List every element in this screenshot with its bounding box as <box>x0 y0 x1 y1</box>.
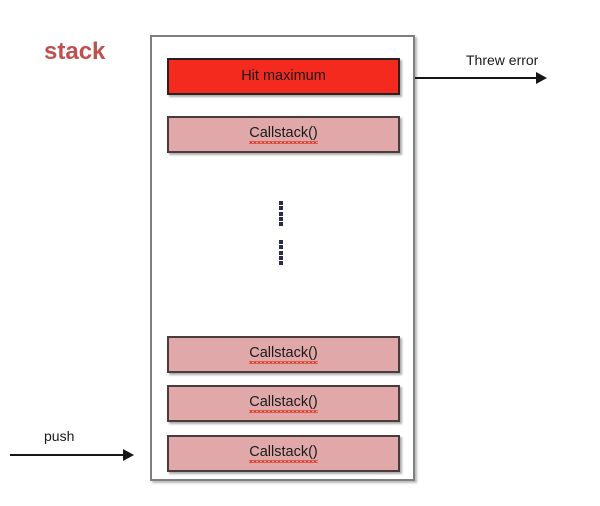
push-arrow-head-icon <box>123 449 134 461</box>
threw-error-arrow-label: Threw error <box>466 52 539 68</box>
stack-frame-label: Callstack() <box>249 345 319 364</box>
stack-title-label: stack <box>44 38 106 65</box>
ellipsis-dot <box>278 211 283 216</box>
ellipsis-dot <box>278 240 283 244</box>
threw-error-arrow-line <box>415 77 537 79</box>
stack-frame-label: Hit maximum <box>241 68 326 85</box>
stack-container: Hit maximum Callstack() Callstack() C <box>150 35 415 481</box>
stack-frame-label: Callstack() <box>249 125 319 144</box>
stack-frame-callstack-top: Callstack() <box>167 116 400 153</box>
ellipsis-dot <box>278 222 283 226</box>
stack-frame-label: Callstack() <box>249 394 319 413</box>
stack-frame-hit-maximum: Hit maximum <box>167 58 400 95</box>
stack-frame-label: Callstack() <box>249 444 319 463</box>
ellipsis-dot <box>278 206 283 211</box>
ellipsis-dot <box>278 261 283 265</box>
ellipsis-dot <box>278 255 283 260</box>
ellipsis-dot <box>278 250 283 255</box>
stack-frame-callstack-3: Callstack() <box>167 336 400 373</box>
push-arrow-line <box>10 454 124 456</box>
vertical-ellipsis-icon <box>278 240 283 265</box>
ellipsis-dot <box>278 216 283 221</box>
threw-error-arrow-head-icon <box>536 72 547 84</box>
vertical-ellipsis-icon <box>278 201 283 226</box>
ellipsis-dot <box>278 245 283 250</box>
push-arrow-label: push <box>44 428 75 444</box>
ellipsis-dot <box>278 201 283 205</box>
stack-frame-callstack-1: Callstack() <box>167 435 400 472</box>
stack-frame-callstack-2: Callstack() <box>167 385 400 422</box>
